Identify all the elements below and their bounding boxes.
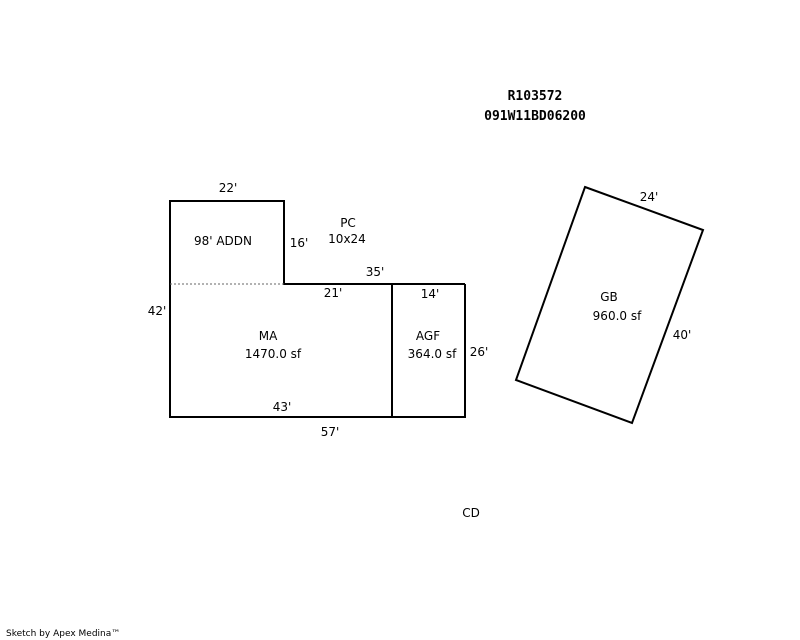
dim-main-inner-top: 21' — [324, 286, 343, 300]
dim-addn-top: 22' — [219, 181, 238, 195]
attached-garage-sqft: 364.0 sf — [408, 347, 457, 361]
dim-main-left: 42' — [148, 304, 167, 318]
addition-label: 98' ADDN — [194, 234, 252, 248]
parcel-number: 091W11BD06200 — [484, 109, 586, 124]
dim-overall-bottom: 57' — [321, 425, 340, 439]
dim-gb-top: 24' — [640, 190, 659, 204]
dim-main-bottom-inner: 43' — [273, 400, 292, 414]
attached-garage-label: AGF — [416, 329, 440, 343]
detached-garage-sqft: 960.0 sf — [593, 309, 642, 323]
detached-garage-label: GB — [600, 290, 618, 304]
dim-agf-right: 26' — [470, 345, 489, 359]
dim-main-top-segment: 35' — [366, 265, 385, 279]
porch-size: 10x24 — [328, 232, 366, 246]
dim-agf-top: 14' — [421, 287, 440, 301]
cd-label: CD — [462, 506, 480, 520]
main-area-sqft: 1470.0 sf — [245, 347, 302, 361]
sketch-credit: Sketch by Apex Medina™ — [6, 629, 120, 639]
record-id: R103572 — [508, 89, 563, 104]
dim-gb-right: 40' — [673, 328, 692, 342]
detached-garage-outline — [514, 185, 705, 425]
main-area-label: MA — [259, 329, 278, 343]
porch-label: PC — [340, 216, 356, 230]
dim-addn-right: 16' — [290, 236, 309, 250]
